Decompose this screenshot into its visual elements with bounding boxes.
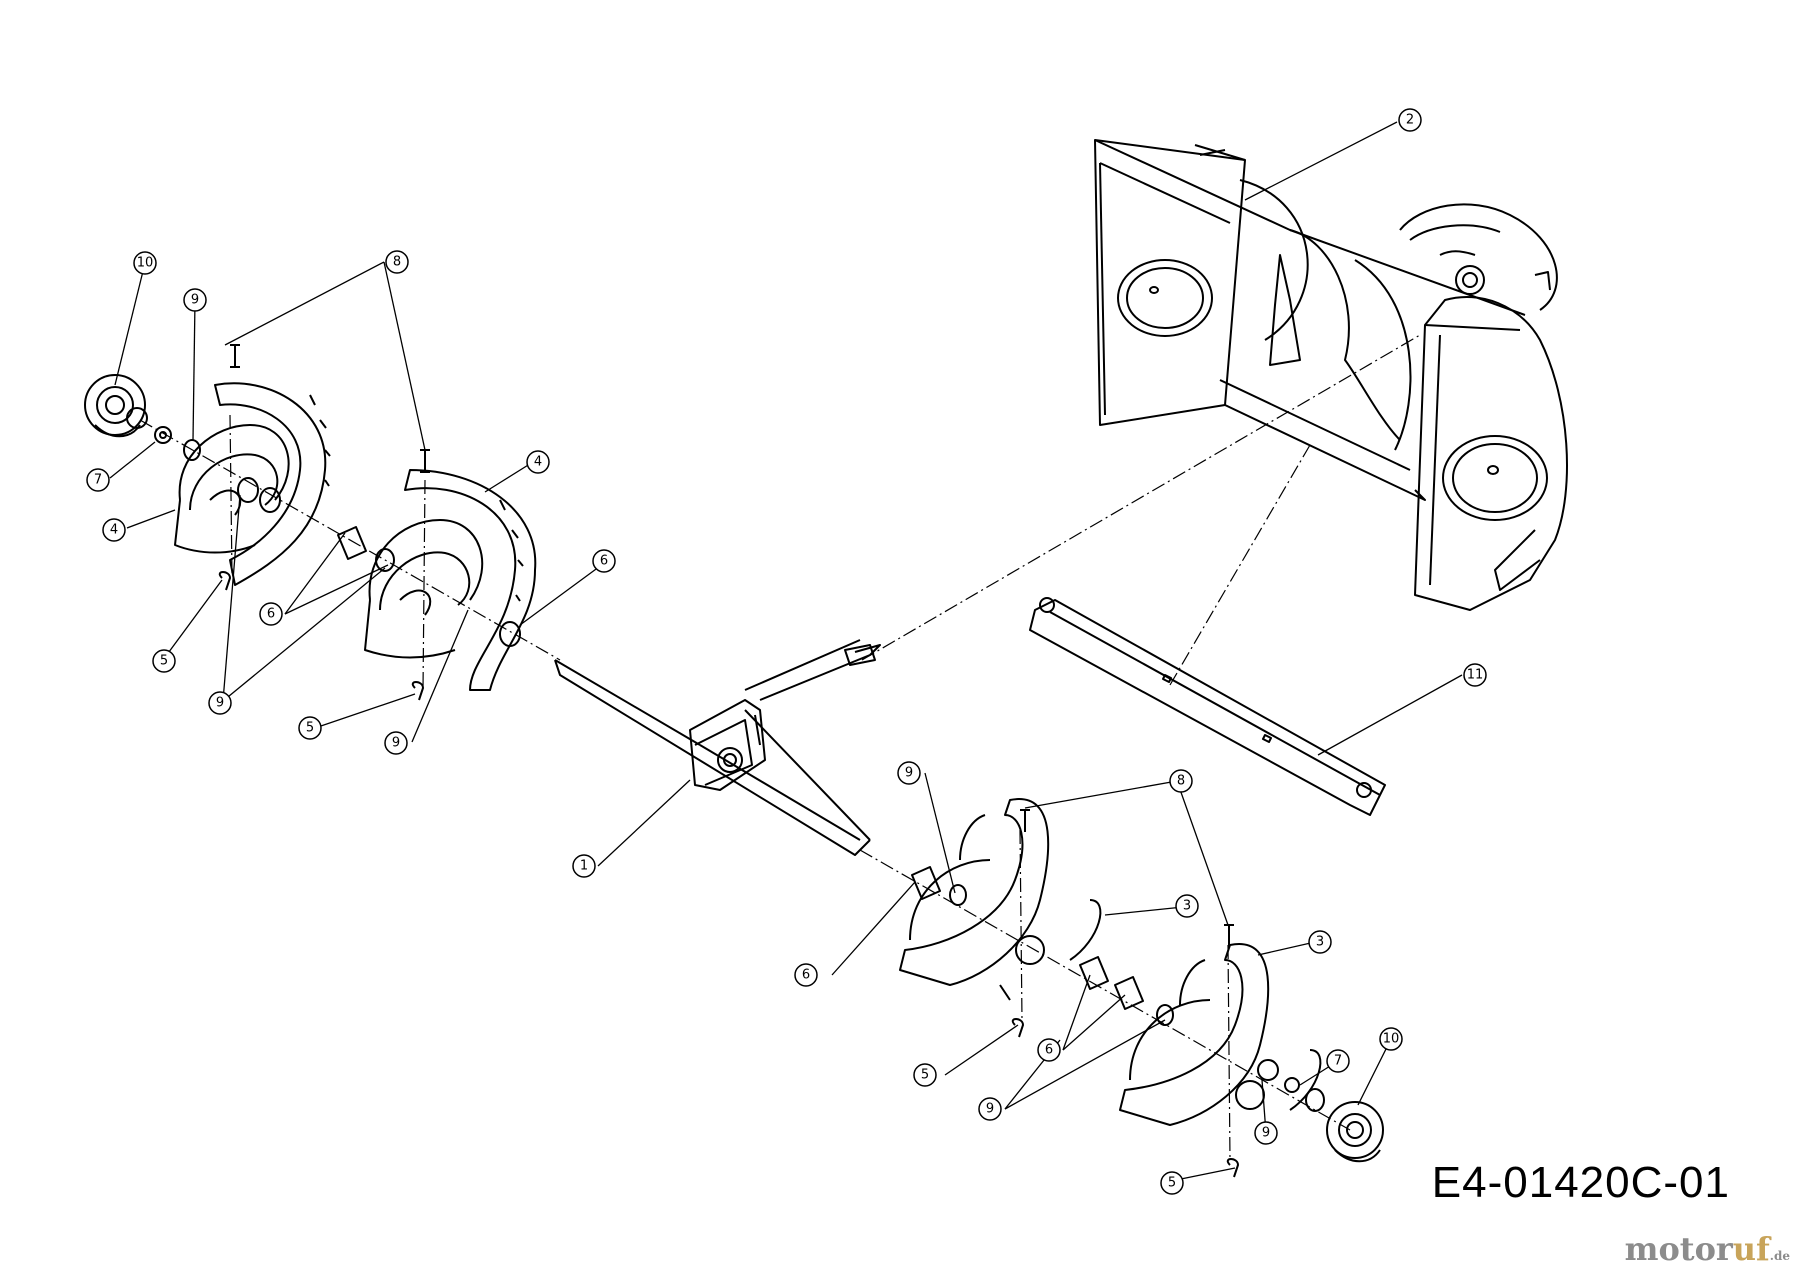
left-auger-outer [174, 382, 331, 586]
svg-text:9: 9 [191, 293, 199, 308]
callout-7: 7 [1326, 1049, 1350, 1073]
callout-1: 1 [572, 854, 596, 878]
svg-text:6: 6 [600, 554, 608, 569]
svg-text:5: 5 [160, 654, 168, 669]
callout-5: 5 [913, 1063, 937, 1087]
callout-6: 6 [1037, 1038, 1061, 1062]
callout-5: 5 [298, 716, 322, 740]
callout-9: 9 [1254, 1121, 1278, 1145]
svg-text:2: 2 [1406, 113, 1414, 128]
svg-text:6: 6 [802, 968, 810, 983]
svg-text:4: 4 [534, 455, 542, 470]
svg-text:9: 9 [986, 1102, 994, 1117]
auger-shaft [554, 639, 881, 856]
callouts: 2 8 10 9 7 4 4 6 6 5 9 5 9 11 1 9 8 3 3 … [86, 108, 1487, 1195]
svg-text:8: 8 [1177, 774, 1185, 789]
callout-3: 3 [1308, 930, 1332, 954]
svg-text:9: 9 [392, 736, 400, 751]
svg-text:5: 5 [306, 721, 314, 736]
callout-7: 7 [86, 468, 110, 492]
callout-6: 6 [259, 602, 283, 626]
auger-housing [1094, 139, 1568, 611]
callout-8: 8 [1169, 769, 1193, 793]
watermark-logo: motoruf.de [1625, 1230, 1790, 1268]
left-auger-inner [364, 469, 537, 691]
svg-text:4: 4 [110, 523, 118, 538]
callout-9: 9 [978, 1097, 1002, 1121]
svg-text:3: 3 [1183, 899, 1191, 914]
watermark-part-b: uf [1732, 1230, 1770, 1268]
svg-text:9: 9 [905, 766, 913, 781]
svg-text:6: 6 [1045, 1043, 1053, 1058]
callout-5: 5 [152, 649, 176, 673]
callout-9: 9 [208, 691, 232, 715]
svg-text:9: 9 [1262, 1126, 1270, 1141]
shave-plate [1029, 597, 1386, 816]
svg-text:5: 5 [921, 1068, 929, 1083]
callout-10: 10 [1379, 1027, 1403, 1051]
svg-text:10: 10 [137, 256, 154, 271]
svg-text:11: 11 [1467, 668, 1484, 683]
watermark-part-a: motor [1624, 1230, 1733, 1268]
svg-text:6: 6 [267, 607, 275, 622]
callout-9: 9 [384, 731, 408, 755]
svg-text:8: 8 [393, 255, 401, 270]
drawing-code: E4-01420C-01 [1431, 1158, 1730, 1207]
svg-text:10: 10 [1383, 1032, 1400, 1047]
svg-text:7: 7 [94, 473, 102, 488]
svg-text:1: 1 [580, 859, 588, 874]
svg-text:9: 9 [216, 696, 224, 711]
hardware [126, 344, 1325, 1178]
callout-6: 6 [592, 549, 616, 573]
callout-9: 9 [183, 288, 207, 312]
watermark-part-c: .de [1769, 1249, 1790, 1263]
callout-4: 4 [526, 450, 550, 474]
callout-8: 8 [385, 250, 409, 274]
callout-9: 9 [897, 761, 921, 785]
callout-3: 3 [1175, 894, 1199, 918]
axis-lines [139, 334, 1421, 1161]
svg-text:5: 5 [1168, 1176, 1176, 1191]
callout-11: 11 [1463, 663, 1487, 687]
right-auger-outer [1119, 943, 1322, 1126]
callout-4: 4 [102, 518, 126, 542]
callout-10: 10 [133, 251, 157, 275]
svg-text:7: 7 [1334, 1054, 1342, 1069]
leader-lines [109, 121, 1463, 1181]
callout-2: 2 [1398, 108, 1422, 132]
bearing-right [1326, 1101, 1384, 1163]
callout-5: 5 [1160, 1171, 1184, 1195]
callout-6: 6 [794, 963, 818, 987]
svg-text:3: 3 [1316, 935, 1324, 950]
